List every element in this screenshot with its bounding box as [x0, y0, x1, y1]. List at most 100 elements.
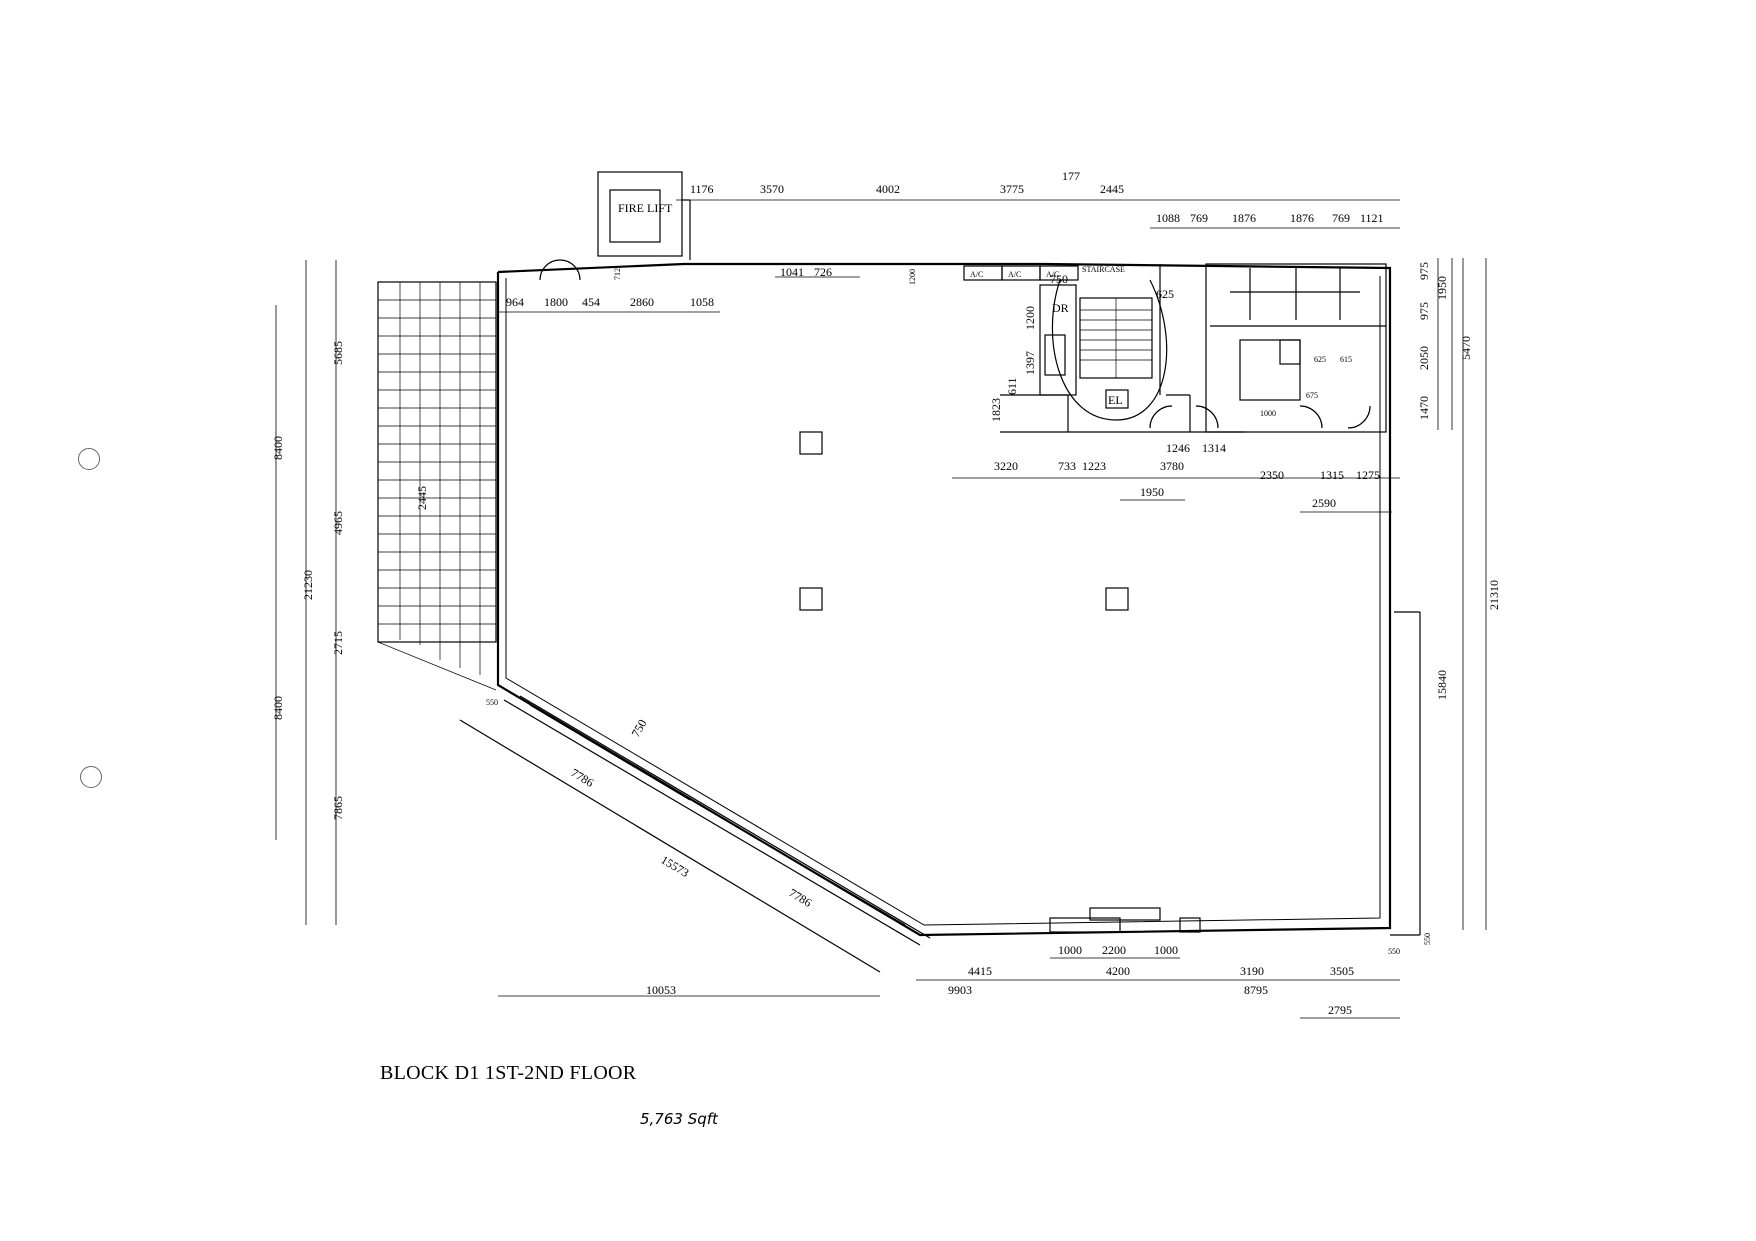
punch-hole-bottom: [80, 766, 102, 788]
dim-right-8: 550: [1423, 933, 1432, 945]
dim-left-3: 5685: [331, 341, 345, 365]
fire-lift-car: [609, 189, 661, 243]
left-stair-treads: [377, 282, 497, 691]
dim-top-right-4: 769: [1332, 211, 1350, 225]
dim-right-2: 1950: [1435, 276, 1449, 300]
dim-top-0: 1176: [690, 182, 714, 196]
dim-bottom-3: 4415: [968, 964, 992, 978]
dim-diagonal-1: 15573: [658, 853, 691, 880]
fire-lift-label: FIRE LIFT: [618, 201, 673, 215]
door-arc-2: [559, 259, 581, 281]
dim-bottom-9: 8795: [1244, 983, 1268, 997]
staircase-treads: [1080, 298, 1152, 378]
outer-wall: [496, 262, 1392, 937]
dim-diagonal-2: 7786: [786, 886, 814, 910]
dim-core-3: 611: [1005, 377, 1019, 395]
dim-right-0: 975: [1417, 262, 1431, 280]
dim-left-4: 4965: [331, 511, 345, 535]
dim-core-16: 625: [1314, 355, 1326, 364]
dim-core-9: 3780: [1160, 459, 1184, 473]
ac-label-2: A/C: [1008, 270, 1021, 279]
dim-core-8: 1246: [1166, 441, 1190, 455]
dim-core-2: 1823: [989, 398, 1003, 422]
dim-top-5: 2445: [1100, 182, 1124, 196]
dim-top-4: 177: [1062, 169, 1080, 183]
dim-core-17: 615: [1340, 355, 1352, 364]
dim-core-15: 2590: [1312, 496, 1336, 510]
column-2: [799, 587, 823, 611]
dim-right-3: 5470: [1459, 336, 1473, 360]
dim-bottom-10: 10053: [646, 983, 676, 997]
dim-core-7: 1223: [1082, 459, 1106, 473]
dim-bottom-0: 1000: [1058, 943, 1082, 957]
dimension-lines: [275, 199, 1487, 1019]
dim-left-0: 8400: [271, 436, 285, 460]
dim-left-2: 21230: [301, 570, 315, 600]
dim-core-19: 1000: [1260, 409, 1276, 418]
dim-left-7: 2445: [415, 486, 429, 510]
dim-top-right-3: 1876: [1290, 211, 1314, 225]
dim-upper-6: 726: [814, 265, 832, 279]
dim-upper-3: 2860: [630, 295, 654, 309]
dim-right-4: 2050: [1417, 346, 1431, 370]
dim-core-0: 1200: [1023, 306, 1037, 330]
ac-label-1: A/C: [970, 270, 983, 279]
dim-bottom-2: 1000: [1154, 943, 1178, 957]
dim-bottom-7: 550: [1388, 947, 1400, 956]
door-arc-3: [1149, 405, 1173, 429]
dim-core-21: 1200: [908, 269, 917, 285]
dim-top-right-5: 1121: [1360, 211, 1384, 225]
dim-diagonal-4: 550: [486, 698, 498, 707]
dim-right-7: 15840: [1435, 670, 1449, 700]
dim-upper-1: 1800: [544, 295, 568, 309]
toilet-block: [1205, 263, 1387, 433]
dim-core-14: 1275: [1356, 468, 1380, 482]
dim-bottom-6: 3505: [1330, 964, 1354, 978]
area-note: 5,763 Sqft: [640, 1110, 718, 1128]
door-arc-6: [1347, 405, 1371, 429]
dim-core-20: 712: [613, 268, 622, 280]
inner-wall: [505, 276, 1381, 926]
column-1: [799, 431, 823, 455]
dim-upper-2: 454: [582, 295, 600, 309]
dim-core-10: 1314: [1202, 441, 1226, 455]
dim-diagonal-3: 750: [628, 717, 649, 740]
dim-core-12: 2350: [1260, 468, 1284, 482]
dim-top-2: 4002: [876, 182, 900, 196]
dim-upper-0: 964: [506, 295, 524, 309]
dim-left-1: 8400: [271, 696, 285, 720]
dim-upper-7: 750: [1050, 272, 1068, 286]
dr-label: DR: [1052, 301, 1069, 315]
dim-diagonal-0: 7786: [568, 766, 596, 790]
dim-core-5: 3220: [994, 459, 1018, 473]
dim-upper-4: 1058: [690, 295, 714, 309]
dim-top-3: 3775: [1000, 182, 1024, 196]
dim-core-6: 733: [1058, 459, 1076, 473]
diagonal-facade: [459, 695, 931, 973]
dim-right-1: 975: [1417, 302, 1431, 320]
dim-top-1: 3570: [760, 182, 784, 196]
door-arc-5: [1299, 405, 1323, 429]
dim-bottom-11: 2795: [1328, 1003, 1352, 1017]
dim-core-18: 675: [1306, 391, 1318, 400]
dim-bottom-5: 3190: [1240, 964, 1264, 978]
staircase-label: STAIRCASE: [1082, 265, 1125, 274]
lift-box: [1105, 389, 1129, 409]
dim-core-13: 1315: [1320, 468, 1344, 482]
dim-core-4: 625: [1156, 287, 1174, 301]
staircase-curve: [1051, 279, 1168, 421]
dim-bottom-1: 2200: [1102, 943, 1126, 957]
dim-bottom-4: 4200: [1106, 964, 1130, 978]
dim-left-6: 7865: [331, 796, 345, 820]
dim-bottom-8: 9903: [948, 983, 972, 997]
drawing-title: BLOCK D1 1ST-2ND FLOOR: [380, 1062, 637, 1084]
dim-right-6: 21310: [1487, 580, 1501, 610]
door-arc-1: [539, 259, 561, 281]
ac-label-3: A/C: [1046, 270, 1059, 279]
column-3: [1105, 587, 1129, 611]
dim-left-5: 2715: [331, 631, 345, 655]
dim-right-5: 1470: [1417, 396, 1431, 420]
el-label: EL: [1108, 393, 1123, 407]
dim-top-right-1: 769: [1190, 211, 1208, 225]
